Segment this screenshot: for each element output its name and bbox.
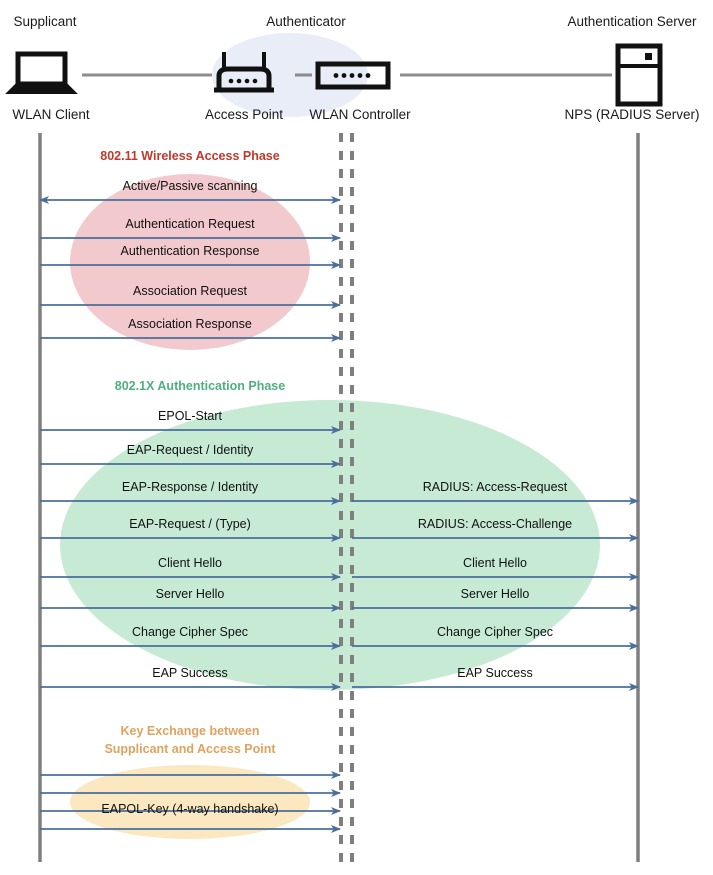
phase-label-line: 802.11 Wireless Access Phase <box>100 149 280 163</box>
laptop-icon <box>5 51 78 94</box>
message-label-active-passive-scanning: Active/Passive scanning <box>122 179 258 193</box>
role-label-authentication-server: Authentication Server <box>567 14 697 29</box>
message-label-server-hello-right: Server Hello <box>460 587 530 601</box>
message-label-eapol-key-4-way-handshake: EAPOL-Key (4-way handshake) <box>101 802 279 816</box>
phase-label-line: 802.1X Authentication Phase <box>114 379 286 393</box>
node-label-nps-radius-server: NPS (RADIUS Server) <box>564 107 700 122</box>
phase-label-line: Supplicant and Access Point <box>104 742 276 756</box>
message-label-association-request: Association Request <box>133 284 247 298</box>
message-label-radius-access-request: RADIUS: Access-Request <box>422 480 568 494</box>
message-label-change-cipher-spec-left: Change Cipher Spec <box>131 625 249 639</box>
controller-switch-icon <box>315 61 391 90</box>
message-label-authentication-response: Authentication Response <box>120 244 260 258</box>
phase-ellipses <box>60 174 600 839</box>
message-label-server-hello-left: Server Hello <box>155 587 225 601</box>
authenticator-group-highlight <box>212 33 368 117</box>
message-label-eap-response-identity: EAP-Response / Identity <box>121 480 259 494</box>
phase-label-line: Key Exchange between <box>120 724 260 738</box>
message-label-eap-request-identity: EAP-Request / Identity <box>126 443 254 457</box>
role-label-supplicant: Supplicant <box>13 14 77 29</box>
server-tower-icon <box>615 43 663 107</box>
phase-802-1x-authentication-ellipse <box>60 400 600 690</box>
message-label-association-response: Association Response <box>128 317 252 331</box>
node-label-wlan-client: WLAN Client <box>12 107 90 122</box>
wireless-router-icon <box>214 52 274 93</box>
message-arrows <box>39 196 639 833</box>
message-label-eap-request-type: EAP-Request / (Type) <box>129 517 251 531</box>
message-label-eap-success-right: EAP Success <box>457 666 533 680</box>
role-label-authenticator: Authenticator <box>266 14 346 29</box>
message-label-client-hello-right: Client Hello <box>463 556 527 570</box>
node-label-wlan-controller: WLAN Controller <box>309 107 411 122</box>
phase-802-11-wireless-access-ellipse <box>70 174 310 350</box>
message-label-eap-success-left: EAP Success <box>152 666 228 680</box>
message-label-change-cipher-spec-right: Change Cipher Spec <box>436 625 554 639</box>
message-label-authentication-request: Authentication Request <box>125 217 255 231</box>
phase-label-phase-802-11-wireless-access: 802.11 Wireless Access Phase <box>30 147 350 165</box>
message-label-client-hello-left: Client Hello <box>158 556 222 570</box>
message-label-eapol-start: EPOL-Start <box>158 409 222 423</box>
phase-label-phase-802-1x-authentication: 802.1X Authentication Phase <box>40 377 360 395</box>
phase-key-exchange-ellipse <box>70 765 310 839</box>
node-label-access-point: Access Point <box>204 107 284 122</box>
message-label-radius-access-challenge: RADIUS: Access-Challenge <box>417 517 573 531</box>
